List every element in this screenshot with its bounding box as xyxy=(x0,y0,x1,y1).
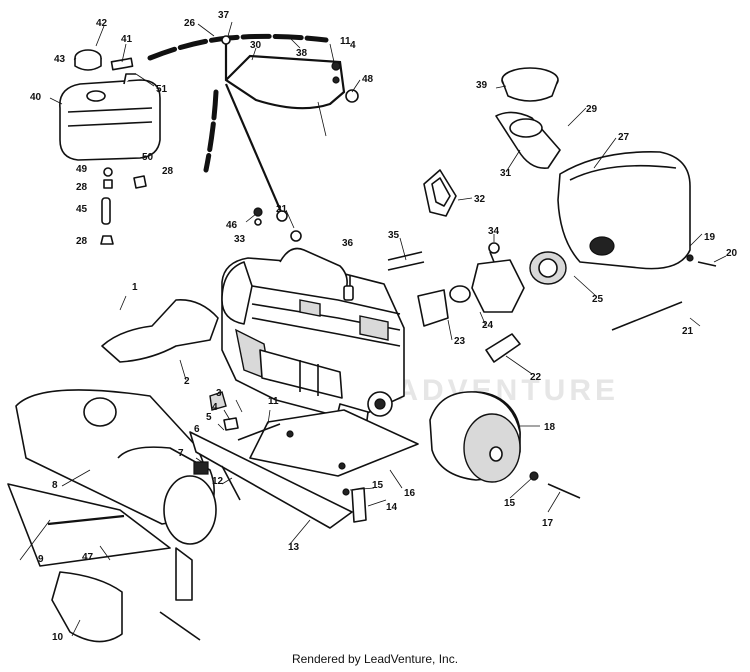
callout: 14 xyxy=(386,502,398,513)
callout: 33 xyxy=(234,234,246,245)
exhaust-system xyxy=(7,299,353,643)
callout: 10 xyxy=(52,632,64,643)
callout: 27 xyxy=(618,132,630,143)
air-silencer xyxy=(495,67,717,331)
callout: 40 xyxy=(30,92,42,103)
callout: 37 xyxy=(218,10,230,21)
callout: 1 xyxy=(132,282,138,293)
callout: 41 xyxy=(121,34,133,45)
callout: 23 xyxy=(454,336,466,347)
callout: 50 xyxy=(142,152,154,163)
callout: 12 xyxy=(212,476,224,487)
callout: 20 xyxy=(726,248,738,259)
callout: 43 xyxy=(54,54,66,65)
callout: 11 xyxy=(340,36,351,47)
callout: 28 xyxy=(76,182,88,193)
callout: 26 xyxy=(184,18,196,29)
callout: 35 xyxy=(388,230,400,241)
callout: 48 xyxy=(362,74,374,85)
fuel-tank-assembly xyxy=(59,49,161,245)
callout: 36 xyxy=(342,238,354,249)
callout: 4 xyxy=(212,402,218,413)
callout: 21 xyxy=(276,204,288,215)
callout: 2 xyxy=(184,376,190,387)
engine-block xyxy=(221,247,405,429)
callout: 19 xyxy=(704,232,716,243)
callout: 17 xyxy=(542,518,554,529)
drive-clutch xyxy=(429,391,581,499)
callout: 39 xyxy=(476,80,488,91)
callout: 34 xyxy=(488,226,500,237)
callout: 6 xyxy=(194,424,200,435)
callout: 5 xyxy=(206,412,212,423)
callout: 7 xyxy=(178,448,184,459)
callout: 51 xyxy=(156,84,168,95)
footer-credit: Rendered by LeadVenture, Inc. xyxy=(291,652,459,666)
callout: 31 xyxy=(500,168,512,179)
callout-labels: 42 41 43 40 51 26 37 30 38 11 4 48 50 49… xyxy=(30,10,738,643)
callout: 4 xyxy=(350,40,356,51)
callout: 11 xyxy=(268,396,279,407)
callout: 21 xyxy=(682,326,694,337)
callout: 29 xyxy=(586,104,598,115)
engine-mount-plate xyxy=(237,409,419,523)
callout: 25 xyxy=(592,294,604,305)
callout: 30 xyxy=(250,40,262,51)
callout: 32 xyxy=(474,194,486,205)
callout: 28 xyxy=(76,236,88,247)
callout: 15 xyxy=(372,480,384,491)
callout: 13 xyxy=(288,542,300,553)
callout: 8 xyxy=(52,480,58,491)
callout: 42 xyxy=(96,18,108,29)
callout: 18 xyxy=(544,422,556,433)
fuel-lines xyxy=(147,33,359,242)
callout: 24 xyxy=(482,320,494,331)
callout: 45 xyxy=(76,204,88,215)
callout: 49 xyxy=(76,164,88,175)
carburetor-assembly xyxy=(387,169,567,363)
callout: 16 xyxy=(404,488,416,499)
callout: 38 xyxy=(296,48,308,59)
callout: 9 xyxy=(38,554,44,565)
callout: 15 xyxy=(504,498,516,509)
callout: 28 xyxy=(162,166,174,177)
callout: 22 xyxy=(530,372,542,383)
leader-lines xyxy=(19,21,727,637)
callout: 47 xyxy=(82,552,94,563)
callout: 3 xyxy=(216,388,222,399)
callout: 46 xyxy=(226,220,238,231)
